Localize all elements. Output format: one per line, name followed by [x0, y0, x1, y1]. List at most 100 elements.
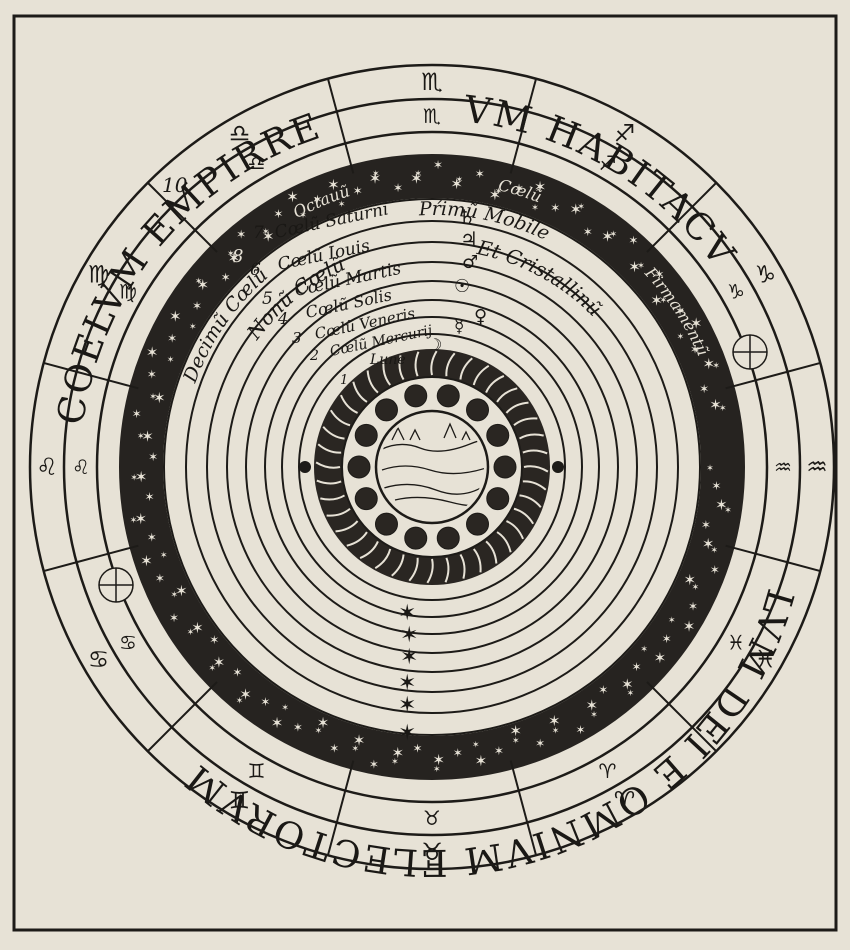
firmament-star: ✶ [577, 203, 585, 213]
flame [444, 557, 450, 583]
firmament-star: ✶ [710, 563, 720, 577]
firmament-star: ✶ [153, 389, 166, 407]
firmament-star: ✶ [535, 737, 545, 751]
planet-num-2: 2 [309, 348, 319, 364]
firmament-star: ✶ [148, 450, 158, 464]
planet-sphere-ring-3 [206, 241, 658, 693]
planet-sphere-ring-5 [245, 280, 619, 654]
firmament-star: ✶ [351, 745, 359, 755]
firmament-star: ✶ [327, 176, 340, 194]
sun-dial-left [98, 567, 134, 603]
zodiac-sign-inner: ♈ [599, 759, 617, 783]
firmament-star: ✶ [286, 188, 299, 206]
firmament-star: ✶ [338, 200, 346, 210]
firmament-star: ✶ [236, 697, 244, 707]
firmament-star: ✶ [145, 490, 155, 504]
firmament-star: ✶ [628, 234, 638, 248]
ring-number-eighth: 8 [232, 246, 243, 267]
firmament-star: ✶ [137, 432, 145, 442]
firmament-star: ✶ [684, 571, 697, 589]
firmament-star: ✶ [570, 201, 583, 219]
svg-text:✶: ✶ [400, 645, 418, 670]
sun-dial-right [732, 334, 768, 370]
firmament-star: ✶ [195, 277, 203, 287]
zodiac-divider [517, 790, 529, 823]
cloud-puff [486, 423, 510, 447]
firmament-star: ✶ [227, 250, 235, 260]
firmament-star: ✶ [495, 187, 503, 197]
planet-sphere-ring-4 [226, 261, 638, 673]
zodiac-sign-inner: ♊ [248, 759, 266, 783]
flame [322, 426, 345, 440]
firmament-star: ✶ [167, 356, 175, 366]
zodiac-divider [787, 361, 821, 373]
planet-num-3: 3 [292, 329, 302, 347]
zodiac-sign-outer: ♋ [88, 646, 110, 674]
flame [352, 381, 368, 403]
zodiac-divider [509, 143, 520, 174]
zodiac-outer-ring [62, 97, 802, 837]
firmament-star: ✶ [192, 299, 202, 313]
firmament-star: ✶ [627, 689, 635, 699]
firmament-star: ✶ [552, 726, 560, 736]
cloud-puff [354, 423, 378, 447]
firmament-star: ✶ [709, 396, 722, 414]
zodiac-sign-outer: ♑ [755, 261, 777, 289]
flame [366, 370, 379, 394]
firmament-star: ✶ [621, 675, 634, 693]
firmament-star: ✶ [187, 628, 195, 638]
firmament-star: ✶ [719, 404, 727, 414]
zodiac-sign-outer: ♌ [36, 453, 58, 481]
firmament-star: ✶ [654, 267, 664, 281]
firmament-star: ✶ [690, 315, 703, 333]
cloud-puff [436, 384, 460, 408]
svg-text:✶: ✶ [398, 671, 416, 696]
planetary-spheres [163, 198, 701, 736]
firmament-star: ✶ [433, 765, 441, 775]
zodiac-divider [43, 361, 77, 373]
flame [346, 531, 368, 547]
zodiac-divider [335, 790, 347, 823]
firmament-star: ✶ [675, 304, 685, 318]
cloud-puff [493, 455, 517, 479]
firmament-star: ✶ [410, 169, 423, 187]
planet-num-5: 5 [262, 289, 273, 309]
flame [472, 548, 482, 573]
firmament-star: ✶ [132, 407, 142, 421]
firmament-star: ✶ [141, 428, 154, 446]
outer-frame [12, 14, 838, 932]
zodiac-sign-inner: ♏ [423, 104, 441, 128]
zodiac-inner-signs: ♋♌♍♎♏♐♑♒♓♈♉♊ [72, 104, 792, 830]
zodiac-divider [171, 206, 196, 231]
zodiac-divider [171, 703, 196, 728]
firmament-star: ✶ [369, 170, 382, 188]
star-column: ✶✶ ✶✶ ✶✶ [398, 601, 418, 746]
zodiac-divider [725, 379, 756, 390]
planet-sphere-ring-7 [281, 316, 583, 618]
firmament-star: ✶ [688, 600, 698, 614]
firmament-star: ✶ [475, 167, 485, 181]
firmament-star: ✶ [453, 746, 463, 760]
firmament-star: ✶ [134, 510, 147, 528]
firmament-star: ✶ [149, 392, 157, 402]
flame [398, 355, 405, 381]
zodiac-divider [43, 561, 77, 573]
flame [519, 494, 542, 508]
cloud-puff [436, 526, 460, 550]
firmament-star: ✶ [534, 178, 547, 196]
flame [496, 531, 512, 553]
firmament-star: ✶ [130, 473, 138, 483]
firmament-star: ✶ [239, 686, 252, 704]
cloud-puff [374, 398, 398, 422]
firmament-star: ✶ [715, 496, 728, 514]
firmament-star: ✶ [232, 665, 242, 679]
firmament-star: ✶ [353, 731, 366, 749]
zodiac-divider [517, 111, 529, 144]
firmament-star: ✶ [213, 654, 226, 672]
planet-sphere-ring-1 [163, 198, 701, 736]
flame [326, 507, 351, 517]
tenth-sphere-ring [95, 130, 769, 804]
flame [382, 361, 392, 386]
firmament-star: ✶ [372, 169, 380, 179]
firmament-star: ✶ [494, 744, 504, 758]
